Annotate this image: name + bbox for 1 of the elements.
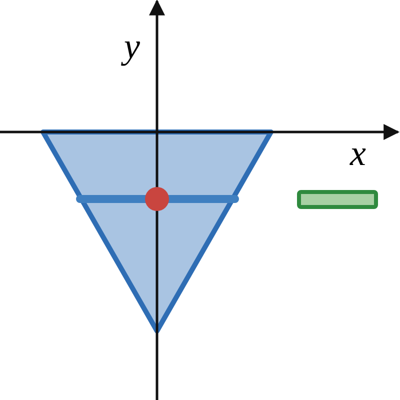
axis-label: x xyxy=(350,135,366,171)
